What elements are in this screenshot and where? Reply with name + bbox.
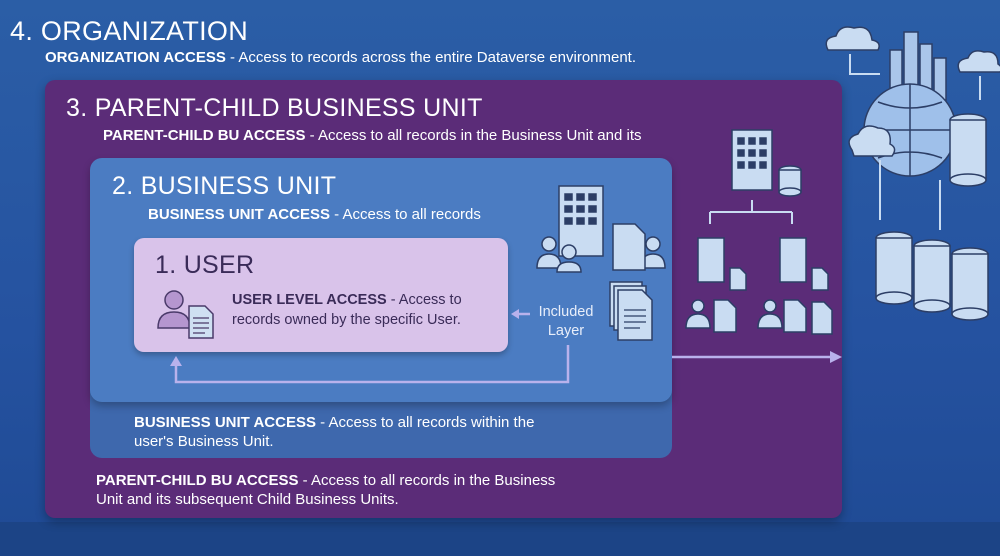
bottom-bar bbox=[0, 522, 1000, 556]
cloud-icon bbox=[957, 50, 1000, 73]
user-title: 1. USER bbox=[155, 251, 255, 279]
user-access: USER LEVEL ACCESS - Access to records own… bbox=[232, 290, 462, 330]
business-unit-footer-access: BUSINESS UNIT ACCESS - Access to all rec… bbox=[134, 413, 534, 451]
business-unit-footer-text-1: - Access to all records within the bbox=[315, 414, 535, 431]
organization-access: ORGANIZATION ACCESS - Access to records … bbox=[45, 49, 636, 66]
parent-child-footer-text-1: - Access to all records in the Business bbox=[298, 472, 556, 489]
user-access-text-2: records owned by the specific User. bbox=[232, 312, 461, 328]
database-icon bbox=[875, 231, 913, 305]
organization-global-data-icon bbox=[825, 26, 1000, 321]
database-icon bbox=[913, 239, 951, 313]
organization-title: 4. ORGANIZATION bbox=[10, 16, 249, 46]
parent-child-access-label: PARENT-CHILD BU ACCESS bbox=[103, 127, 306, 144]
business-unit-access-text: - Access to all records bbox=[329, 206, 481, 223]
business-unit-title: 2. BUSINESS UNIT bbox=[112, 172, 337, 200]
business-unit-access: BUSINESS UNIT ACCESS - Access to all rec… bbox=[148, 206, 481, 223]
business-unit-footer-label: BUSINESS UNIT ACCESS bbox=[134, 414, 316, 431]
cloud-icon bbox=[825, 26, 880, 51]
included-layer-line1: Included bbox=[538, 304, 594, 320]
database-icon bbox=[949, 113, 987, 187]
user-access-label: USER LEVEL ACCESS bbox=[232, 292, 387, 308]
organization-access-label: ORGANIZATION ACCESS bbox=[45, 49, 226, 66]
business-unit-access-label: BUSINESS UNIT ACCESS bbox=[148, 206, 330, 223]
parent-child-footer-label: PARENT-CHILD BU ACCESS bbox=[96, 472, 299, 489]
parent-child-footer-text-2: Unit and its subsequent Child Business U… bbox=[96, 491, 399, 508]
included-layer-line2: Layer bbox=[547, 323, 585, 339]
parent-child-access-text: - Access to all records in the Business … bbox=[305, 127, 642, 144]
parent-child-access: PARENT-CHILD BU ACCESS - Access to all r… bbox=[103, 127, 642, 144]
business-unit-footer-text-2: user's Business Unit. bbox=[134, 433, 274, 450]
database-icon bbox=[951, 247, 989, 321]
organization-access-text: - Access to records across the entire Da… bbox=[225, 49, 637, 66]
user-access-text-1: - Access to bbox=[386, 292, 462, 308]
parent-child-title: 3. PARENT-CHILD BUSINESS UNIT bbox=[66, 94, 483, 122]
business-unit-hierarchy-icon bbox=[685, 129, 833, 335]
user-document-icon bbox=[157, 290, 214, 339]
parent-child-footer-access: PARENT-CHILD BU ACCESS - Access to all r… bbox=[96, 471, 555, 509]
cloud-icon bbox=[848, 125, 896, 157]
business-unit-building-icon bbox=[536, 185, 666, 341]
